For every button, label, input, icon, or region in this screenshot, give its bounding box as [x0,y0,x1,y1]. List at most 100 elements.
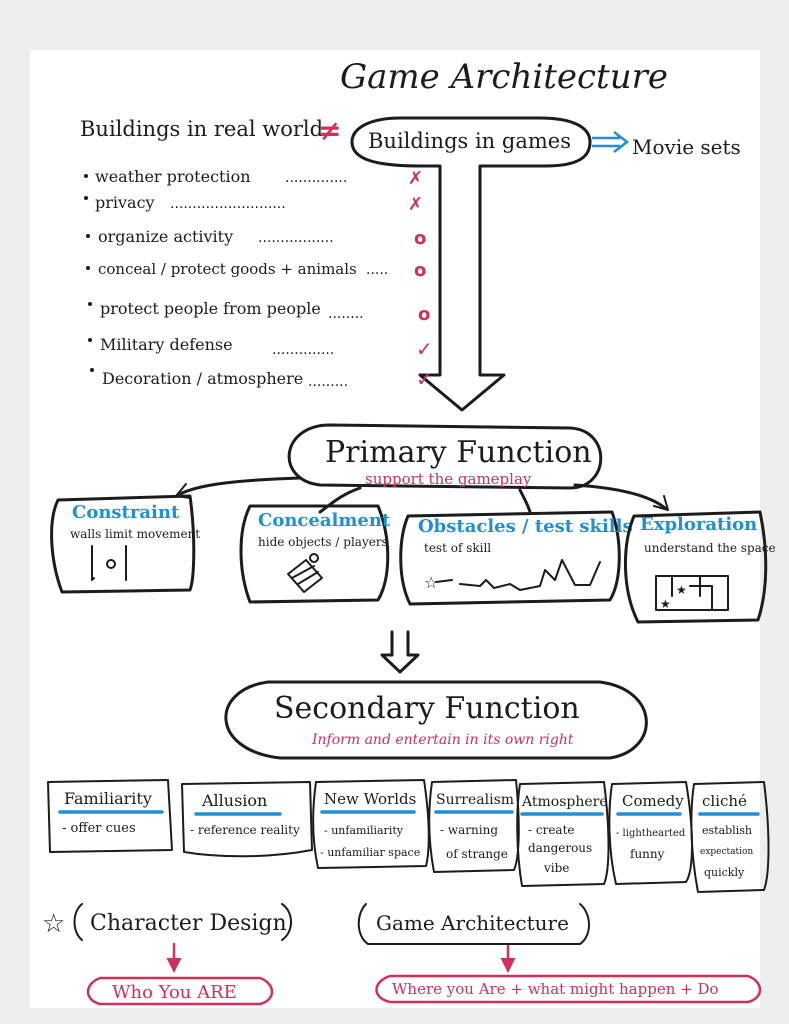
maze-sketch [655,575,729,611]
list-item-6: Military defense [100,335,233,354]
list-mark-5: o [418,304,430,325]
primary-function-bubble [287,423,603,490]
card-line: - unfamiliar space [320,846,420,859]
terrain-sketch [435,559,601,591]
secondary-card-allusion: Allusion - reference reality [181,781,313,858]
card-desc: walls limit movement [70,527,200,541]
secondary-card-familiarity: Familiarity - offer cues [47,779,173,853]
card-desc: test of skill [424,541,491,555]
branch-arrow-3 [518,488,532,514]
down-double-arrow [380,630,420,674]
character-design-frame [73,903,292,941]
games-speech-bubble [350,116,592,412]
primary-card-obstacles: Obstacles / test skills test of skill ☆ [399,510,633,606]
card-outline [312,779,430,869]
card-outline [608,781,693,885]
star-icon: ☆ [42,909,65,939]
card-outline [181,781,313,858]
secondary-function-bubble [224,680,648,760]
card-title: Familiarity [64,789,152,808]
list-bullet [86,266,90,270]
card-line: - reference reality [190,823,300,837]
secondary-card-atmosphere: Atmosphere - create dangerous vibe [516,781,610,887]
branch-arrow-4 [573,483,667,510]
card-title: Comedy [622,792,684,810]
list-dots: .............. [285,170,347,186]
card-outline [50,494,196,594]
character-design-label: Character Design [90,911,287,936]
card-line: - unfamiliarity [324,824,404,837]
card-outline [690,781,770,893]
list-item-5: protect people from people [100,299,321,318]
primary-function-label: Primary Function [325,435,592,470]
crate-sketch [287,559,323,593]
list-dots: ......... [308,374,348,390]
primary-function-sub: support the gameplay [365,470,532,488]
card-title: Allusion [201,791,267,810]
list-bullet [88,338,92,342]
card-outline [516,781,610,887]
card-line: - create [528,823,575,837]
list-bullet [84,196,88,200]
list-bullet [84,174,88,178]
card-title: Atmosphere [521,794,608,810]
branch-arrow-4-head [653,495,669,511]
list-mark-3: o [414,228,426,249]
list-mark-6: ✓ [416,337,433,361]
list-bullet [86,234,90,238]
list-mark-1: ✗ [408,168,423,189]
list-item-3: organize activity [98,227,233,246]
maze-star-icon: ★ [676,583,687,597]
card-title: New Worlds [324,790,416,808]
card-outline [239,504,390,604]
card-title: Surrealism [436,792,514,808]
branch-arrow-1 [178,476,302,496]
card-line: - offer cues [62,821,136,836]
list-mark-7: ✓ [416,367,433,391]
movie-sets-label: Movie sets [632,135,741,159]
who-you-are-frame [86,976,274,1006]
where-you-are-frame [375,974,762,1004]
runner-icon: ☆ [424,573,438,592]
secondary-card-comedy: Comedy - lighthearted funny [608,781,693,885]
card-desc: hide objects / players [258,535,388,549]
paper-sheet [30,50,760,1008]
card-desc: understand the space [644,541,776,555]
primary-card-concealment: Concealment hide objects / players [239,504,391,604]
card-line: - lighthearted [616,828,686,839]
list-item-4: conceal / protect goods + animals [98,260,357,278]
card-line: expectation [700,847,753,857]
who-you-are-label: Who You ARE [112,982,237,1003]
where-you-are-label: Where you Are + what might happen + Do [392,980,719,998]
card-title: Exploration [640,514,757,535]
list-dots: ........ [328,306,364,322]
card-title: cliché [702,792,747,810]
secondary-function-label: Secondary Function [274,691,580,726]
movie-sets-arrow [592,131,630,153]
card-outline [399,510,621,606]
page-title: Game Architecture [340,57,668,97]
hidden-player-head [309,553,319,563]
card-line: establish [702,824,752,837]
list-bullet [88,302,92,306]
card-line: quickly [704,866,745,879]
list-mark-4: o [414,260,426,281]
list-item-7: Decoration / atmosphere [102,369,303,388]
card-line: vibe [543,861,569,875]
card-line: dangerous [528,841,592,855]
wall-sketch [91,545,127,581]
game-architecture-frame [357,903,590,945]
player-dot [106,559,116,569]
list-dots: .............. [272,342,334,358]
branch-arrow-2 [318,486,362,514]
card-line: of strange [446,847,508,861]
primary-card-constraint: Constraint walls limit movement [50,494,200,594]
card-line: - warning [440,823,498,837]
card-outline [623,510,768,624]
list-dots: .......................... [170,196,286,212]
maze-star-icon: ★ [660,597,671,611]
card-outline [47,779,173,853]
primary-card-exploration: Exploration understand the space ★ ★ [623,510,776,624]
card-title: Obstacles / test skills [418,516,633,537]
